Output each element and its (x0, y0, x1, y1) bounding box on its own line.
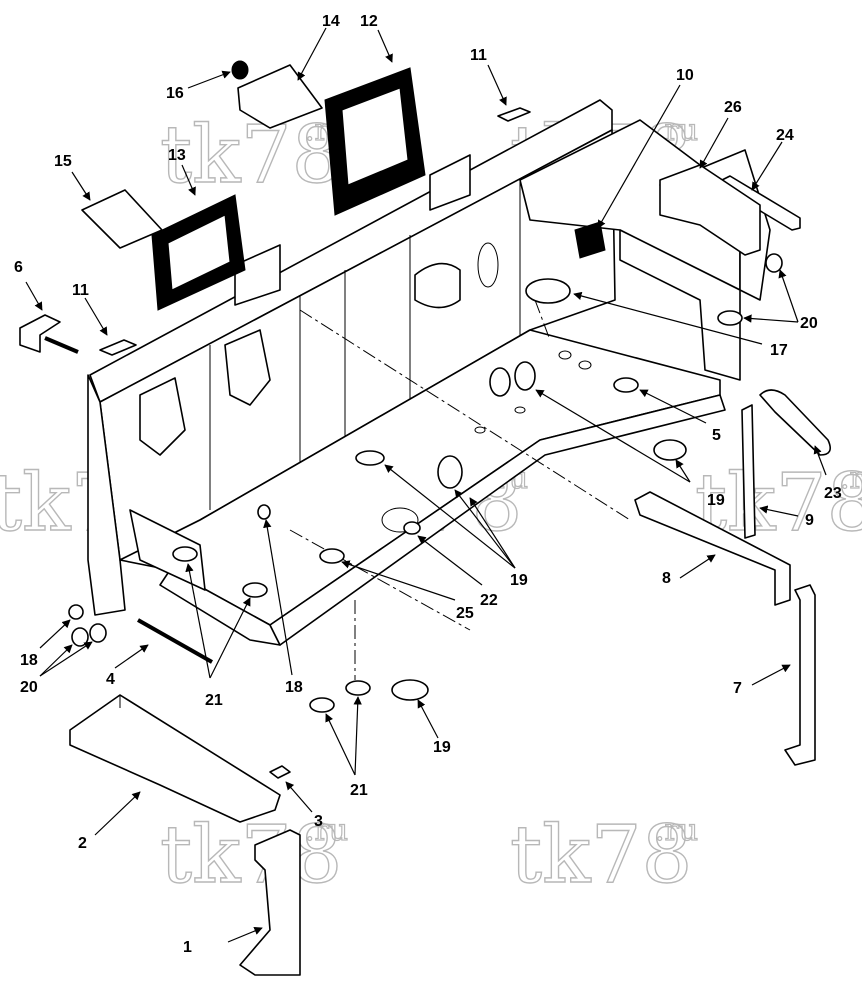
left-side-wall (87, 374, 126, 616)
callout-12: 12 (360, 13, 378, 30)
part-5-grommet (613, 377, 639, 393)
watermark-suffix: .ru (840, 461, 862, 496)
watermark-group: tk78 .ru tk78 .ru tk78 .ru tk78 .ru tk78… (0, 107, 862, 901)
part-4-rod (137, 618, 213, 664)
part-20-grommet (89, 623, 107, 643)
part-18-grommet (68, 604, 84, 620)
front-beam (159, 569, 281, 646)
assembly-lines (289, 299, 631, 680)
wall-cutout (414, 262, 461, 309)
callout-19-center: 19 (510, 572, 528, 589)
callout-1: 1 (183, 939, 192, 956)
callout-6: 6 (14, 259, 23, 276)
part-21-grommet (355, 450, 385, 466)
callout-8: 8 (662, 570, 671, 587)
part-20-grommet (71, 627, 89, 647)
part-19-grommet (437, 455, 463, 489)
callout-24: 24 (776, 127, 794, 144)
part-7-vertical-bracket (784, 584, 816, 766)
callout-2: 2 (78, 835, 87, 852)
callout-3: 3 (314, 813, 323, 830)
part-26-box (659, 164, 761, 256)
callout-16: 16 (166, 85, 184, 102)
part-19-grommet (489, 367, 511, 397)
part-18-grommet (257, 504, 271, 520)
callout-14: 14 (322, 13, 340, 30)
part-16-grommet (231, 60, 249, 80)
callout-4: 4 (106, 671, 115, 688)
part-21-grommet (345, 680, 371, 696)
watermark-text: tk78 (510, 808, 692, 901)
callout-18-center: 18 (285, 679, 303, 696)
mount-bracket-left (139, 377, 186, 456)
watermark-suffix: .ru (655, 813, 698, 848)
callout-9: 9 (805, 512, 814, 529)
callout-10: 10 (676, 67, 694, 84)
part-23-ring (759, 389, 831, 456)
part-14-cover-plate (237, 64, 323, 129)
part-10-cylinder (574, 221, 606, 259)
callout-19-right: 19 (707, 492, 725, 509)
part-6-bolt (44, 336, 79, 354)
callout-5: 5 (712, 427, 721, 444)
part-17-ring (525, 278, 571, 304)
top-block (429, 154, 471, 211)
callout-26: 26 (724, 99, 742, 116)
part-20-grommet (717, 310, 743, 326)
callout-labels: 1 2 3 4 5 6 7 8 9 10 11 11 12 13 14 15 1… (14, 13, 842, 956)
part-21-grommet (309, 697, 335, 713)
side-beam (269, 394, 726, 646)
part-21-grommet (242, 582, 268, 598)
callout-11-top: 11 (470, 47, 487, 64)
watermark-suffix: .ru (305, 813, 348, 848)
part-19-grommet (653, 439, 687, 461)
callout-22: 22 (480, 592, 498, 609)
part-20-grommet (765, 253, 783, 273)
part-6-bracket (19, 314, 61, 353)
part-11-plate-top (497, 107, 531, 122)
part-25-grommet (319, 548, 345, 564)
part-9-post (741, 404, 756, 539)
callout-18-left: 18 (20, 652, 38, 669)
callout-19-bottom: 19 (433, 739, 451, 756)
callout-13: 13 (168, 147, 186, 164)
callout-11-left: 11 (72, 282, 89, 299)
callout-21-bottom: 21 (350, 782, 368, 799)
callout-21-left: 21 (205, 692, 223, 709)
part-19-grommet (514, 361, 536, 391)
callout-20-left: 20 (20, 679, 38, 696)
mount-bracket-center (224, 329, 271, 406)
part-22-grommet (403, 521, 421, 535)
part-8-angle-bracket (634, 491, 791, 606)
part-2-support-channel (69, 694, 281, 823)
leader-lines (25, 27, 827, 943)
callout-25: 25 (456, 605, 474, 622)
part-19-grommet (391, 679, 429, 701)
part-1-bracket (239, 829, 301, 976)
watermark-text: tk78 (160, 808, 342, 901)
callout-17: 17 (770, 342, 788, 359)
part-15-cover-plate (81, 189, 163, 249)
callout-7: 7 (733, 680, 742, 697)
part-21-grommet (172, 546, 198, 562)
part-3-plate (269, 765, 291, 779)
part-11-plate-left (99, 339, 137, 356)
watermark-text: tk78 (160, 108, 342, 201)
callout-20-right: 20 (800, 315, 818, 332)
top-block-left (234, 244, 281, 306)
callout-15: 15 (54, 153, 72, 170)
callout-23: 23 (824, 485, 842, 502)
